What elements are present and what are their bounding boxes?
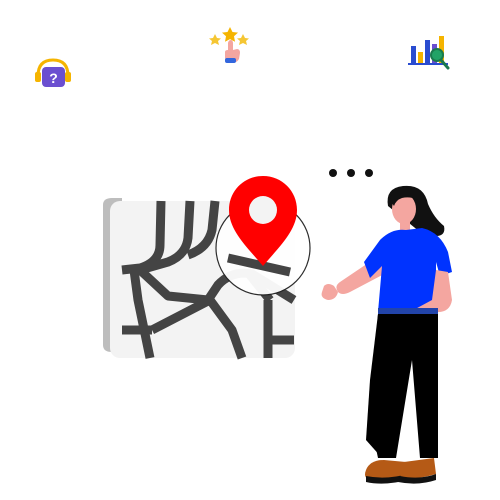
location-pin-icon [229, 176, 297, 266]
typing-ellipsis-icon [329, 169, 373, 177]
woman-figure [321, 185, 452, 484]
support-headset-question-icon: ? [35, 58, 71, 87]
svg-text:?: ? [49, 70, 58, 86]
star-rating-hand-icon [209, 27, 249, 63]
bar-chart-magnifier-icon [408, 36, 450, 70]
